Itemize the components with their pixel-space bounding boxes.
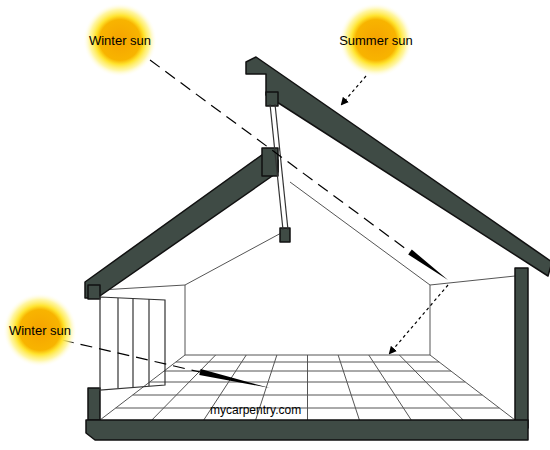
window-header (88, 285, 100, 299)
floor-tile-line (369, 355, 412, 420)
sun-node: Winter sun (0, 290, 80, 370)
floor-tile-line (152, 355, 216, 420)
ceiling-edge (430, 276, 515, 285)
sun-rays (62, 60, 448, 388)
building-section (85, 57, 550, 440)
windows (100, 104, 288, 390)
watermark: mycarpentry.com (210, 403, 301, 417)
clerestory-glass (275, 104, 288, 230)
lower-wall (88, 388, 100, 420)
side-window (100, 297, 165, 390)
lower-roof (85, 152, 278, 298)
clerestory-head (266, 92, 278, 106)
floor-slab (86, 420, 528, 440)
summer-ray (342, 76, 366, 104)
sun-label: Winter sun (75, 33, 165, 48)
floor-tile-line (176, 362, 439, 363)
winter-ray (150, 60, 410, 252)
sun-label: Summer sun (331, 33, 421, 48)
right-wall (515, 268, 528, 428)
floor-tile-line (338, 355, 359, 420)
window-mullion (117, 298, 118, 388)
floor-tile-line (150, 382, 466, 383)
floor-tile-line (133, 395, 483, 396)
floor-tile-line (116, 408, 500, 409)
clerestory-bottom (280, 228, 290, 242)
sun-label: Winter sun (0, 323, 80, 338)
window-mullion (148, 299, 149, 386)
floor-tile-line (399, 355, 463, 420)
sun-node: Winter sun (75, 0, 165, 80)
floor-tile-line (307, 355, 308, 420)
summer-ray (390, 285, 448, 353)
ray-head (408, 250, 448, 280)
sun-node: Summer sun (331, 0, 421, 80)
interior-lines (100, 182, 515, 420)
back-wall-line (185, 232, 283, 355)
floor-edge (430, 355, 515, 420)
floor-tiles (116, 355, 500, 420)
floor-edge (100, 355, 185, 420)
window-mullion (132, 298, 133, 387)
ray-head (199, 369, 270, 388)
winter-ray (62, 340, 200, 372)
